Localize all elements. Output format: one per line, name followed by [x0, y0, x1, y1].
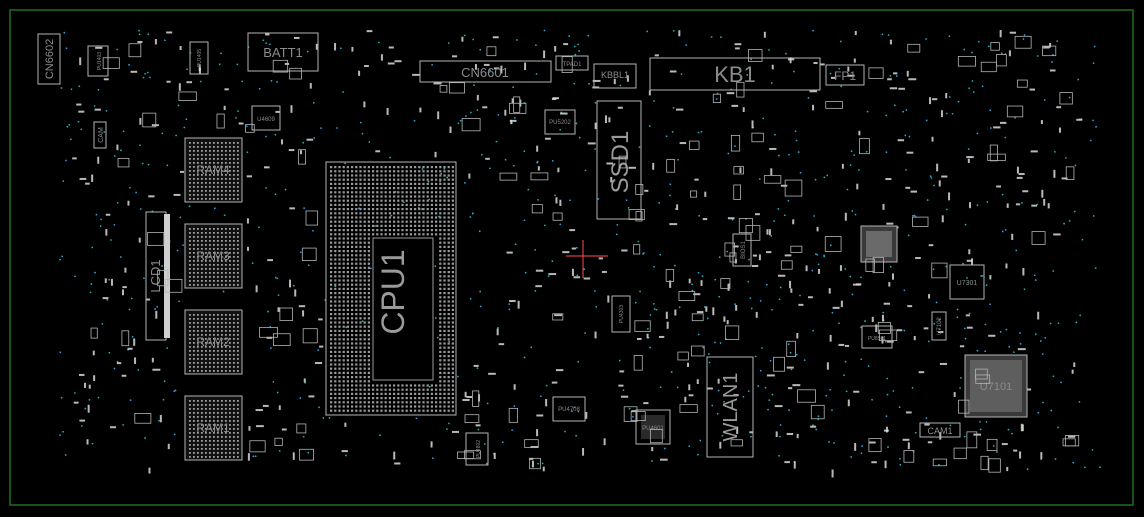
ram2-component[interactable]: RAM2: [184, 309, 243, 375]
ram4-label: RAM4: [196, 163, 230, 177]
cpu1-label: CPU1: [375, 249, 411, 334]
ssd1-slot[interactable]: SSD1: [596, 100, 642, 220]
ram4-component[interactable]: RAM4: [184, 137, 243, 203]
pu1403-label: PU1403: [97, 52, 103, 70]
u7102-label: U7102: [937, 317, 943, 335]
bios1-component[interactable]: BIOS1: [732, 233, 752, 267]
ram3-component[interactable]: RAM3: [184, 223, 243, 289]
pu5202-label: PU5202: [549, 120, 571, 126]
board-outline: [9, 9, 1134, 506]
kb1-label: KB1: [714, 62, 756, 87]
pad-field: [72, 30, 1083, 478]
cam-left-component[interactable]: CAM: [93, 121, 107, 149]
ssd1-label: SSD1: [607, 131, 634, 194]
ram1-label: RAM1: [196, 421, 230, 435]
lcd1-label: LCD1: [148, 259, 163, 292]
fp1-connector[interactable]: FP1: [825, 64, 865, 86]
pu4303-component[interactable]: PU4303: [611, 295, 631, 333]
crosshair-marker: [566, 240, 608, 278]
pu5202-component[interactable]: PU5202: [544, 109, 576, 135]
u7301-label: U7301: [957, 280, 978, 287]
lcd1-connector[interactable]: LCD1: [145, 211, 170, 341]
pu1405-label: PU1405: [197, 49, 203, 67]
kb1-connector[interactable]: KB1: [649, 57, 821, 91]
u7102-component[interactable]: U7102: [931, 311, 947, 341]
ram1-component[interactable]: RAM1: [184, 395, 243, 461]
cn6602-connector[interactable]: CN6602: [37, 33, 61, 85]
pu8501-label: PU8501: [868, 336, 886, 342]
bios1-label: BIOS1: [741, 241, 747, 259]
cam-left-label: CAM: [98, 127, 105, 143]
pu4802-component[interactable]: PU4802: [465, 432, 489, 466]
ram3-label: RAM3: [196, 249, 230, 263]
kbbl1-connector[interactable]: KBBL1: [593, 63, 637, 89]
batt1-label: BATT1: [263, 45, 303, 60]
u7101-label: U7101: [980, 381, 1012, 393]
cn6602-label: CN6602: [44, 39, 56, 79]
pu4601-label: PU4601: [642, 426, 664, 432]
batt1-connector[interactable]: BATT1: [247, 32, 319, 72]
bga-chip-right-top[interactable]: [860, 225, 898, 263]
pu8501-component[interactable]: PU8501: [861, 325, 893, 349]
u7101-component[interactable]: U7101: [964, 354, 1028, 418]
u4609-component[interactable]: U4609: [251, 105, 281, 131]
pu1405-component[interactable]: PU1405: [189, 41, 209, 75]
ram2-label: RAM2: [196, 335, 230, 349]
u4609-label: U4609: [257, 117, 275, 123]
fp1-label: FP1: [834, 69, 856, 83]
pu1403-component[interactable]: PU1403: [87, 45, 109, 77]
pu4708-label: PU4708: [558, 407, 580, 413]
wlan1-label: WLAN1: [720, 373, 742, 442]
wlan1-slot[interactable]: WLAN1: [706, 356, 754, 458]
cn6601-connector[interactable]: CN6601: [419, 60, 552, 83]
small-parts: [90, 35, 1080, 473]
pu4708-component[interactable]: PU4708: [552, 396, 586, 422]
cn6601-label: CN6601: [461, 65, 509, 80]
cam1-label: CAM1: [927, 426, 952, 436]
pu4802-label: PU4802: [476, 440, 482, 458]
pu4601-component[interactable]: PU4601: [635, 409, 671, 445]
kbbl1-label: KBBL1: [601, 70, 629, 80]
pu4303-label: PU4303: [619, 305, 625, 323]
cpu1-component[interactable]: CPU1: [325, 161, 457, 416]
u7301-component[interactable]: U7301: [949, 264, 985, 300]
cpu1-ball-grid: [330, 166, 454, 412]
cam1-connector[interactable]: CAM1: [919, 422, 961, 438]
